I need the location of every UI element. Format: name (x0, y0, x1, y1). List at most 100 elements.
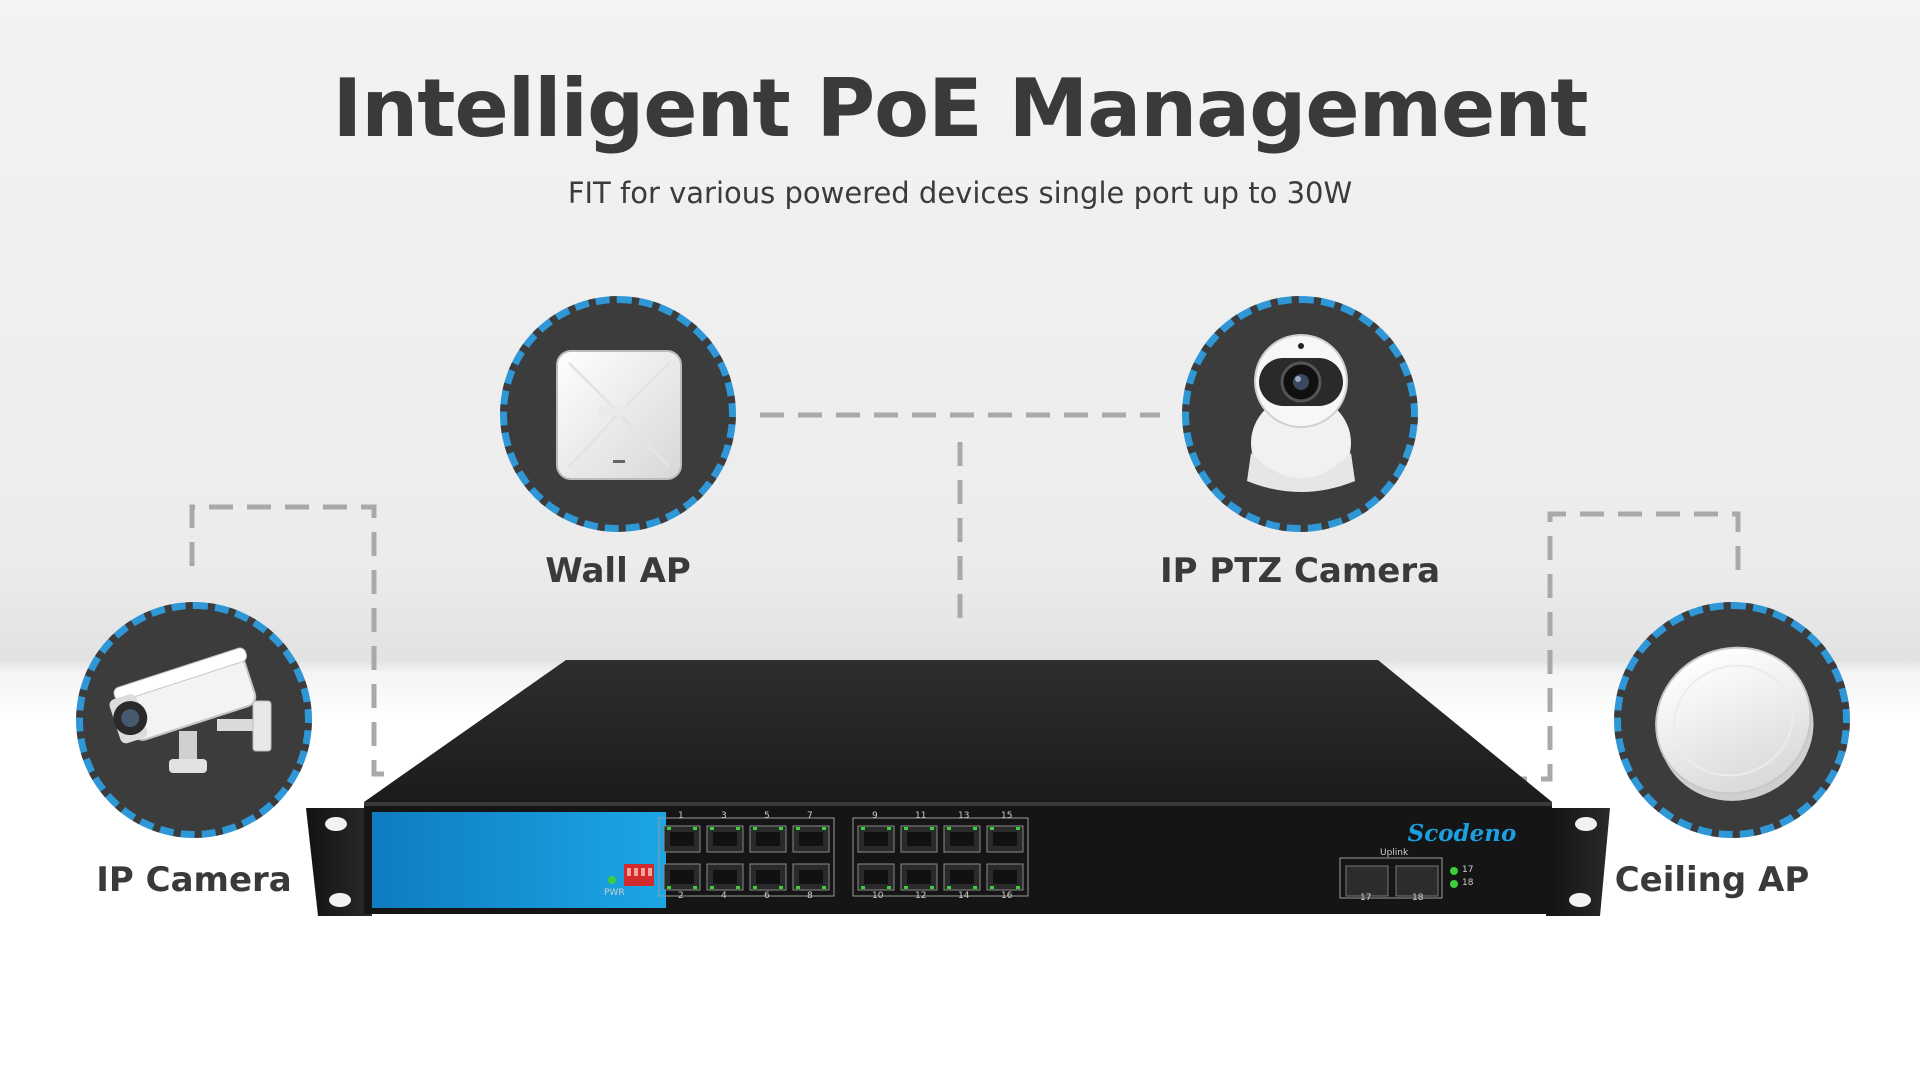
port-led (736, 886, 740, 889)
port-number-top: 15 (1001, 811, 1013, 821)
led-18 (1450, 880, 1458, 888)
port-led (861, 886, 865, 889)
port-led (753, 827, 757, 830)
switch-top (364, 660, 1552, 802)
port-number-top: 1 (678, 811, 684, 821)
sfp-port-18 (1395, 865, 1439, 897)
sfp-label-18: 18 (1412, 893, 1424, 903)
port-led (796, 886, 800, 889)
port-block-frame (852, 817, 1029, 897)
port-led (710, 827, 714, 830)
rack-ear-right (1546, 808, 1610, 916)
port-led (822, 827, 826, 830)
port-number-bottom: 14 (958, 891, 970, 901)
ip-camera-label: IP Camera (96, 860, 292, 900)
port-led (779, 827, 783, 830)
wall-ap-icon (556, 350, 682, 480)
port-led (736, 827, 740, 830)
rj45-port-socket (864, 832, 888, 846)
port-block-frame (658, 817, 835, 897)
led-label-17: 17 (1462, 865, 1474, 875)
port-led (947, 827, 951, 830)
ptz-camera-label: IP PTZ Camera (1159, 551, 1441, 591)
front-blue-panel (372, 812, 666, 908)
port-led (753, 886, 757, 889)
port-led (930, 886, 934, 889)
ceiling-ap-circle (1614, 602, 1850, 838)
rj45-port-socket (907, 832, 931, 846)
port-number-top: 11 (915, 811, 927, 821)
port-led (973, 886, 977, 889)
port-led (990, 886, 994, 889)
port-number-bottom: 6 (764, 891, 770, 901)
sfp-label-17: 17 (1360, 893, 1372, 903)
rj45-port-group (658, 817, 1029, 897)
rj45-port-socket (713, 832, 737, 846)
rj45-port-socket (756, 870, 780, 884)
rj45-port-socket (713, 870, 737, 884)
port-led (861, 827, 865, 830)
rj45-port-socket (799, 832, 823, 846)
uplink-bracket (1339, 857, 1443, 899)
port-number-bottom: 4 (721, 891, 727, 901)
port-led (990, 827, 994, 830)
sfp-port-17 (1345, 865, 1389, 897)
led-label-18: 18 (1462, 878, 1474, 888)
port-led (693, 827, 697, 830)
wire-ip-camera (189, 504, 398, 777)
port-led (887, 886, 891, 889)
rj45-port-socket (756, 832, 780, 846)
rj45-port-socket (950, 870, 974, 884)
pwr-label: PWR (604, 888, 625, 898)
page-subtitle: FIT for various powered devices single p… (567, 176, 1353, 210)
page-title: Intelligent PoE Management (332, 62, 1588, 155)
port-led (1016, 827, 1020, 830)
port-led (822, 886, 826, 889)
port-led (930, 827, 934, 830)
wall-ap-label: Wall AP (545, 551, 691, 591)
rj45-port-socket (670, 832, 694, 846)
port-led (667, 827, 671, 830)
dip-switch (624, 864, 654, 886)
port-number-bottom: 8 (807, 891, 813, 901)
port-number-top: 9 (872, 811, 878, 821)
brand-logo: Scodeno (1407, 820, 1517, 847)
port-led (693, 886, 697, 889)
rj45-port-socket (993, 870, 1017, 884)
port-led (779, 886, 783, 889)
port-led (796, 827, 800, 830)
port-number-top: 3 (721, 811, 727, 821)
ceiling-ap-icon (1655, 646, 1814, 801)
ceiling-ap-label: Ceiling AP (1614, 860, 1810, 900)
port-number-bottom: 16 (1001, 891, 1013, 901)
rj45-port-socket (670, 870, 694, 884)
ptz-camera-circle (1182, 296, 1418, 532)
port-number-top: 13 (958, 811, 970, 821)
wire-ceiling-ap (1520, 511, 1741, 782)
ip-camera-circle (76, 602, 312, 838)
rack-ear-left (306, 808, 372, 916)
bullet-camera-icon (109, 647, 272, 773)
ptz-camera-icon (1247, 334, 1355, 492)
port-led (904, 886, 908, 889)
rj45-port-socket (907, 870, 931, 884)
port-led (710, 886, 714, 889)
rj45-port-socket (799, 870, 823, 884)
port-number-bottom: 2 (678, 891, 684, 901)
port-led (904, 827, 908, 830)
port-led (947, 886, 951, 889)
rj45-port-socket (950, 832, 974, 846)
led-17 (1450, 867, 1458, 875)
port-number-top: 7 (807, 811, 813, 821)
wall-ap-circle (500, 296, 736, 532)
port-led (667, 886, 671, 889)
port-number-bottom: 12 (915, 891, 927, 901)
port-led (887, 827, 891, 830)
pwr-led (608, 876, 616, 884)
uplink-label: Uplink (1380, 848, 1409, 858)
port-led (1016, 886, 1020, 889)
port-led (973, 827, 977, 830)
